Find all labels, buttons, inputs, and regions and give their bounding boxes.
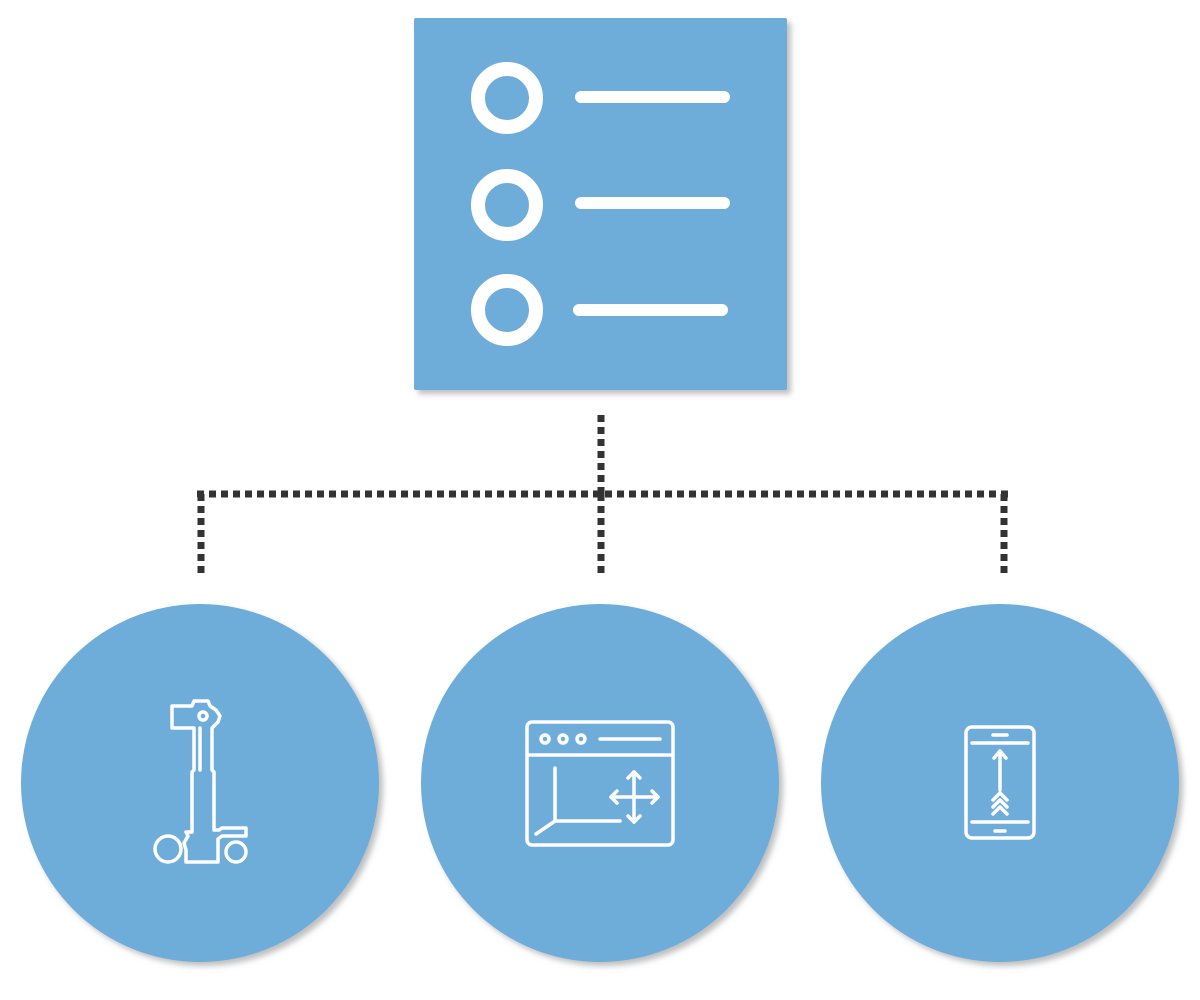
child-node-3	[821, 604, 1179, 962]
connector-lines	[197, 415, 1008, 578]
browser-window-move-icon	[525, 720, 675, 847]
root-node	[414, 18, 787, 390]
child-node-1-circle	[21, 604, 379, 962]
list-bullet-3	[471, 274, 543, 346]
mobile-scroll-icon	[964, 725, 1036, 840]
child-node-1	[21, 604, 379, 962]
list-bullet-1	[471, 62, 543, 134]
child-node-2	[421, 604, 779, 962]
child-node-2-circle	[421, 604, 779, 962]
hand-truck-icon	[153, 699, 248, 864]
list-icon	[471, 62, 730, 346]
list-bullet-2	[471, 169, 543, 241]
